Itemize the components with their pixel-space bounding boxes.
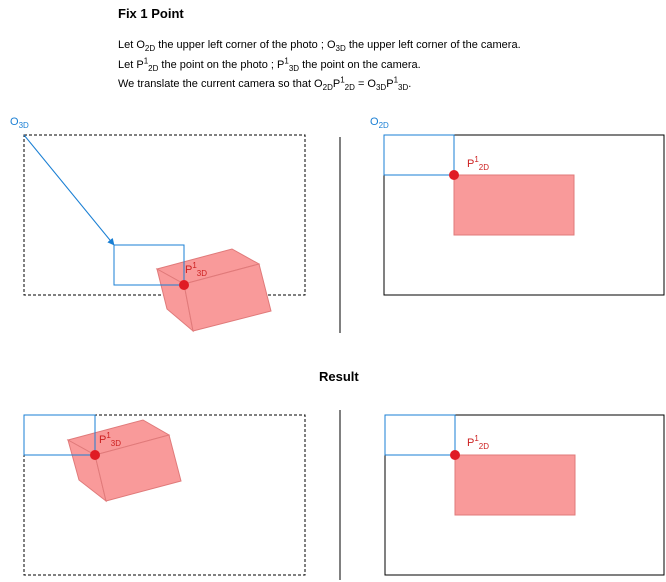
subscript: 2D [144, 44, 156, 54]
text: the upper left corner of the camera. [345, 39, 521, 51]
description-line-1: Let O2D the upper left corner of the pho… [118, 36, 521, 56]
p3d-label: P13D [185, 261, 207, 278]
p2d-point-after [450, 450, 460, 460]
p2d-label: P12D [467, 155, 489, 172]
o2d-p2d-rect-after [384, 414, 456, 456]
text: the point on the photo ; P [158, 58, 285, 71]
result-heading: Result [319, 369, 359, 384]
translation-arrow [23, 134, 115, 246]
text: Let O [118, 39, 145, 51]
subscript: 2D [148, 63, 159, 73]
subscript: 3D [335, 44, 346, 54]
p2d-point [449, 170, 459, 180]
subscript: 3D [288, 63, 300, 73]
diagram-title: Fix 1 Point [118, 6, 184, 21]
text: the point on the camera. [299, 58, 421, 71]
superscript: 1 [284, 55, 289, 65]
p2d-label-after: P12D [467, 434, 489, 451]
o2d-label: O2D [370, 116, 389, 130]
text: P [386, 78, 394, 90]
subscript: 2D [322, 83, 333, 93]
superscript: 1 [340, 75, 345, 85]
superscript: 1 [393, 75, 399, 85]
text: P [332, 78, 341, 90]
text: . [408, 78, 412, 90]
photo-frame-before [383, 134, 665, 296]
p3d-label-after: P13D [99, 431, 121, 448]
description: Let O2D the upper left corner of the pho… [118, 36, 521, 95]
subscript: 3D [375, 83, 387, 93]
camera-frame-after [23, 414, 306, 576]
text: Let P [118, 58, 144, 71]
description-line-2: Let P12D the point on the photo ; P13D t… [118, 56, 521, 76]
photo-object [453, 174, 575, 236]
p3d-point-after [90, 450, 100, 460]
text: We translate the current camera so that … [118, 78, 323, 90]
text: the upper left corner of the photo ; O [155, 39, 336, 51]
subscript: 3D [398, 83, 409, 93]
o3d-label: O3D [10, 116, 29, 130]
o2d-p2d-rect [383, 134, 455, 176]
photo-projection-rect [113, 244, 185, 286]
description-line-3: We translate the current camera so that … [118, 75, 521, 95]
photo-projection-rect-after [23, 414, 96, 456]
p3d-point [179, 280, 189, 290]
cuboid-front-face-after [94, 434, 182, 502]
photo-frame-after [384, 414, 665, 576]
photo-object-after [454, 454, 576, 516]
superscript: 1 [143, 55, 149, 65]
text: = O [354, 78, 376, 90]
cuboid-front-face [183, 263, 272, 332]
subscript: 2D [344, 83, 355, 93]
